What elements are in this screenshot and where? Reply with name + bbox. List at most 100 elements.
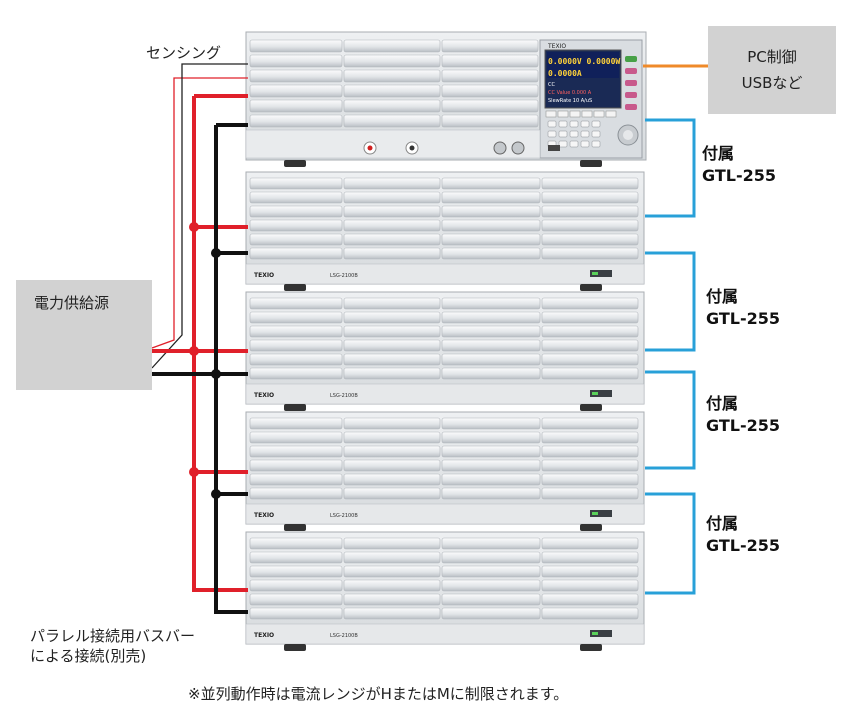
vent-slat [343, 205, 441, 218]
vent-slat [541, 565, 639, 578]
cable-label-3: 付属 GTL-255 [706, 393, 780, 437]
vent-slat [441, 367, 541, 380]
vent-slat [541, 367, 639, 380]
vent-slat [249, 445, 343, 458]
keypad-key [547, 130, 557, 138]
keypad-key [580, 120, 590, 128]
link-cable-4 [645, 492, 696, 595]
booster-status-indicator [590, 390, 612, 397]
vent-slat [541, 325, 639, 338]
vent-slat [343, 39, 441, 53]
cable-label-model: GTL-255 [706, 536, 780, 555]
keypad-key [569, 140, 579, 148]
vent-slat [441, 114, 539, 128]
vent-slat [441, 325, 541, 338]
keypad-key [569, 130, 579, 138]
vent-slat [249, 537, 343, 550]
vent-slat [249, 297, 343, 310]
booster-model-text: LSG-2100B [330, 513, 358, 519]
vent-slat [441, 233, 541, 246]
junction-dot [189, 222, 199, 232]
vent-slat [441, 177, 541, 190]
pc-control-box: PC制御 USBなど [708, 26, 836, 114]
vent-slat [343, 565, 441, 578]
vent-slat [343, 431, 441, 444]
vent-slat [343, 551, 441, 564]
vent-slat [343, 367, 441, 380]
vent-slat [441, 353, 541, 366]
vent-slat [441, 339, 541, 352]
vent-slat [441, 417, 541, 430]
master-usb-port [548, 145, 560, 151]
booster-brand-text: TEXIO [254, 272, 274, 279]
cable-label-model: GTL-255 [706, 416, 780, 435]
cable-label-model: GTL-255 [702, 166, 776, 185]
cable-label-1: 付属 GTL-255 [702, 143, 776, 187]
vent-slat [441, 39, 539, 53]
vent-slat [541, 487, 639, 500]
master-display-mode: CC [548, 82, 555, 88]
vent-slat [441, 297, 541, 310]
vent-slat [249, 417, 343, 430]
vent-slat [343, 473, 441, 486]
vent-slat [343, 537, 441, 550]
vent-slat [249, 473, 343, 486]
keypad-key [569, 120, 579, 128]
keypad-key [558, 120, 568, 128]
vent-slat [441, 247, 541, 260]
master-display-slew: SlewRate 10 A/uS [548, 98, 592, 104]
keypad-key [558, 140, 568, 148]
vent-slat [343, 417, 441, 430]
vent-slat [441, 565, 541, 578]
vent-slat [249, 565, 343, 578]
vent-slat [441, 607, 541, 620]
keypad-key [580, 140, 590, 148]
vent-slat [541, 417, 639, 430]
vent-slat [249, 247, 343, 260]
vent-slat [541, 247, 639, 260]
vent-slat [249, 191, 343, 204]
booster-brand-text: TEXIO [254, 392, 274, 399]
vent-slat [541, 311, 639, 324]
vent-slat [343, 339, 441, 352]
vent-slat [541, 205, 639, 218]
vent-slat [343, 99, 441, 113]
vent-slat [343, 191, 441, 204]
vent-slat [541, 459, 639, 472]
vent-slat [441, 459, 541, 472]
vent-slat [249, 579, 343, 592]
master-bnc-1 [493, 141, 507, 155]
link-cable-3 [645, 370, 696, 470]
vent-slat [249, 69, 343, 83]
master-display-value: CC Value 0.000 A [548, 90, 592, 96]
wiring [151, 63, 708, 614]
vent-slat [541, 233, 639, 246]
vent-slat [343, 247, 441, 260]
power-source-label: 電力供給源 [34, 294, 110, 312]
vent-slat [541, 219, 639, 232]
vent-slat [441, 191, 541, 204]
junction-dot [211, 369, 221, 379]
vent-slat [343, 311, 441, 324]
vent-slat [441, 537, 541, 550]
cable-label-accessory: 付属 [702, 144, 735, 163]
vent-slat [441, 551, 541, 564]
vent-slat [249, 593, 343, 606]
vent-slat [441, 593, 541, 606]
vent-slat [249, 99, 343, 113]
vent-slat [541, 607, 639, 620]
vent-slat [441, 473, 541, 486]
junction-dot [189, 467, 199, 477]
cable-label-accessory: 付属 [706, 394, 739, 413]
master-display-current: 0.0000A [548, 69, 582, 78]
booster-model-text: LSG-2100B [330, 633, 358, 639]
power-source-box: 電力供給源 [16, 280, 152, 390]
vent-slat [343, 593, 441, 606]
vent-slat [249, 233, 343, 246]
vent-slat [249, 431, 343, 444]
vent-slat [541, 297, 639, 310]
master-brand-text: TEXIO [547, 43, 566, 50]
